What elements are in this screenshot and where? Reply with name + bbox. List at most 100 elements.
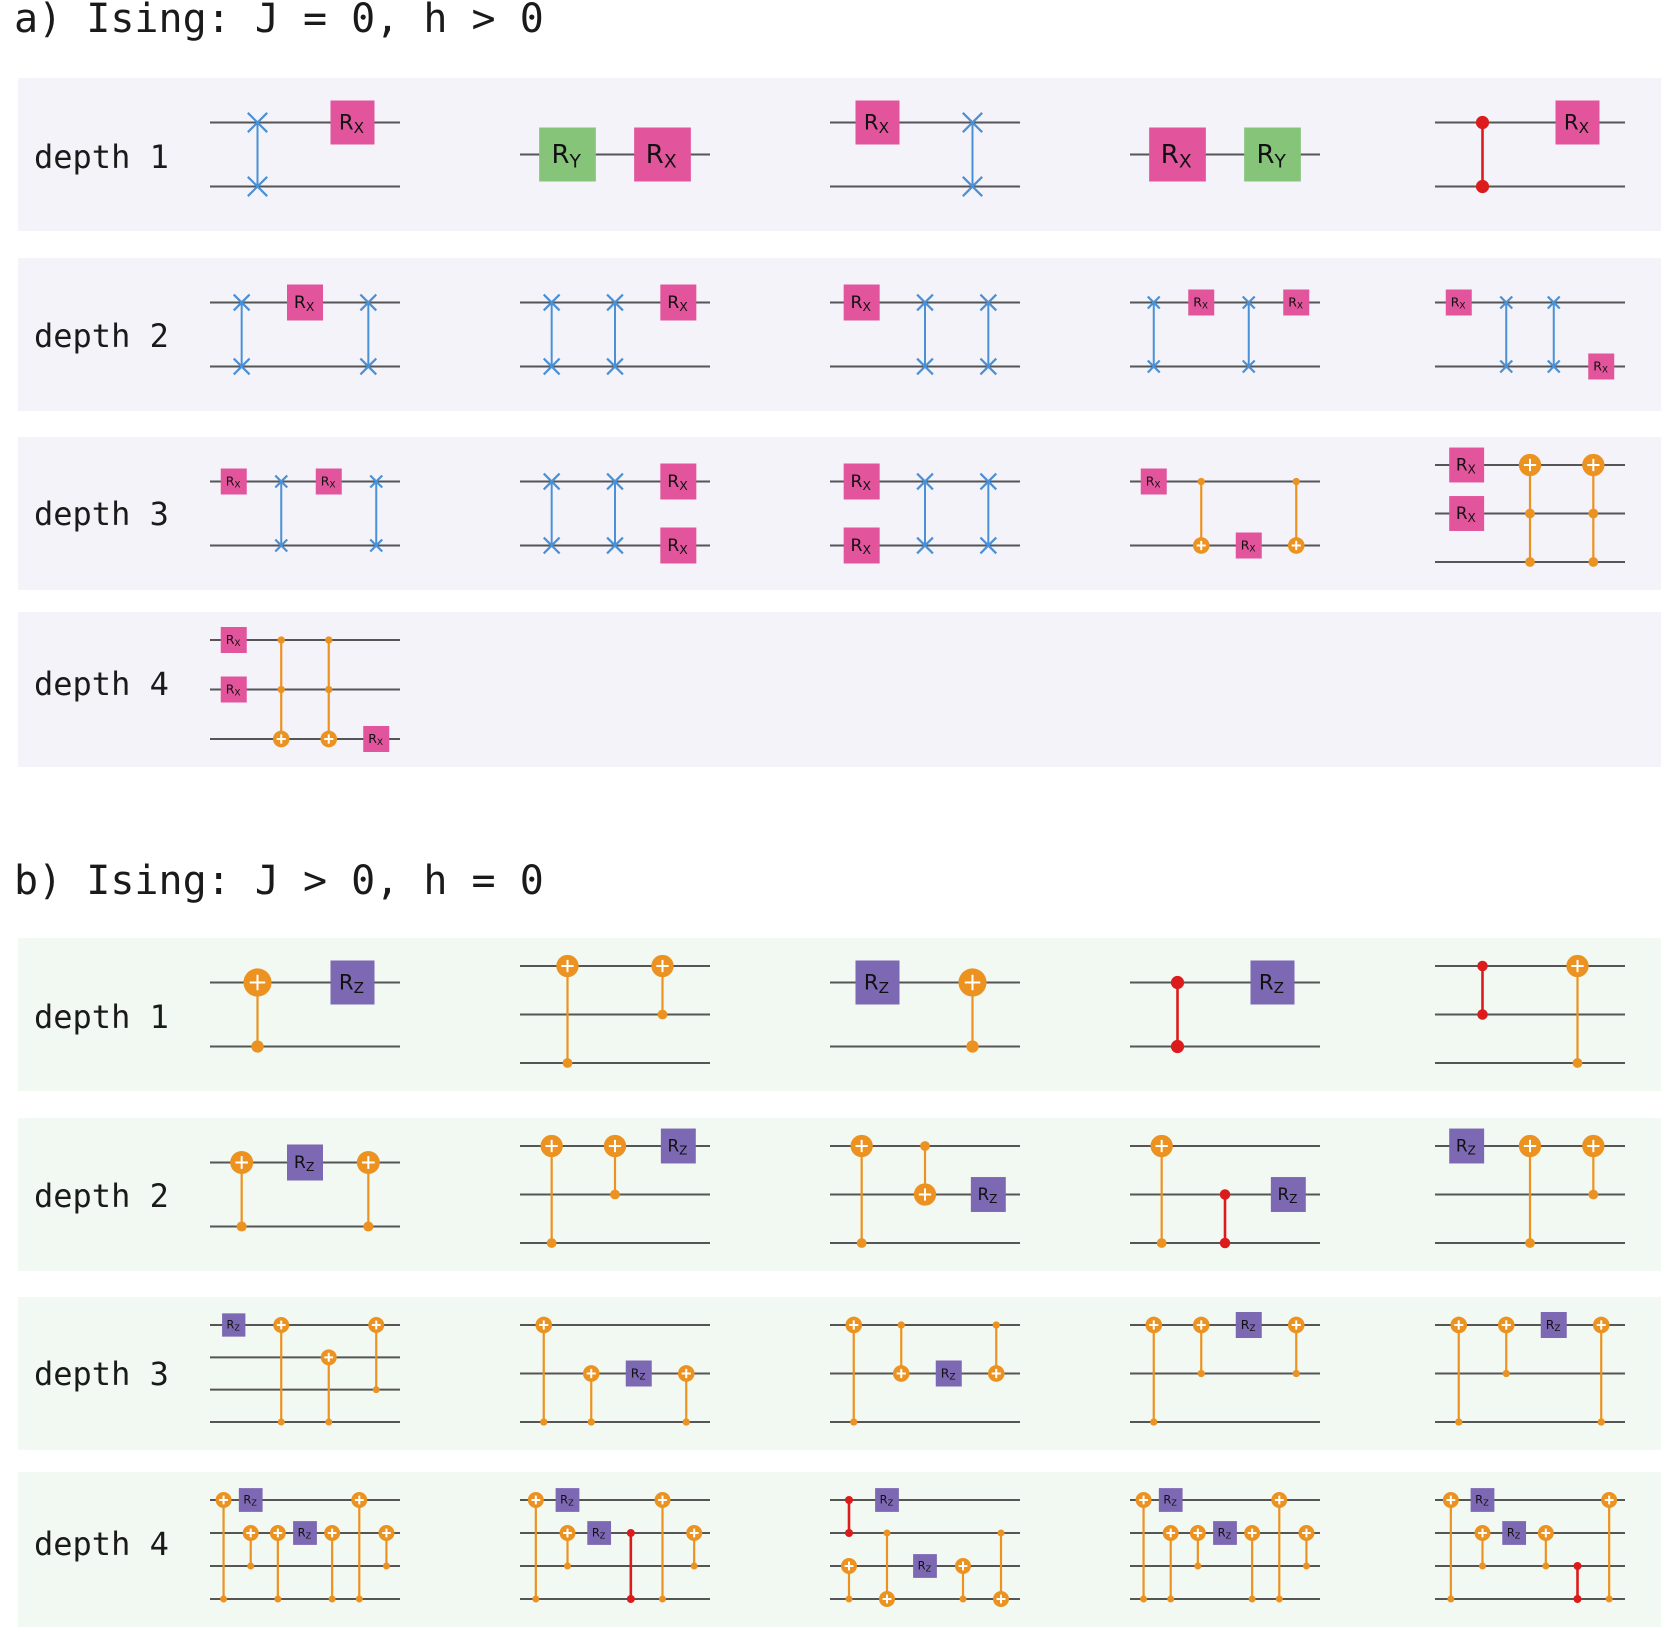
- cnot-gate: [324, 1525, 341, 1603]
- cnot-control-dot: [1542, 1562, 1550, 1570]
- circuit: [1435, 954, 1625, 1068]
- swap-gate: [606, 472, 624, 555]
- cnot-control-dot: [587, 1418, 595, 1426]
- cnot-target-plus: [276, 734, 286, 744]
- rx-gate: RX: [1449, 447, 1485, 483]
- cnot-gate: [556, 954, 579, 1068]
- rx-gate-box: [315, 468, 342, 495]
- cnot-control-dot: [1605, 1595, 1613, 1603]
- panels: [18, 78, 1661, 1627]
- cnot-target-plus: [882, 1594, 892, 1604]
- rx-gate: RX: [1149, 127, 1206, 182]
- row-label-a-2: depth 2: [34, 317, 169, 355]
- cnot-gate: [1271, 1492, 1288, 1603]
- rx-gate-box: [363, 726, 390, 752]
- cnot-control-dot: [1275, 1595, 1283, 1603]
- cnot-target-plus: [382, 1528, 391, 1538]
- rx-gate: RX: [1235, 532, 1262, 559]
- rz-gate: RZ: [1158, 1488, 1183, 1512]
- rx-gate: RX: [1449, 496, 1485, 531]
- cnot-control-dot: [1292, 1369, 1300, 1378]
- cnot-control-dot: [610, 1189, 620, 1200]
- cnot-control-dot: [277, 685, 285, 694]
- swap-cross: [1146, 359, 1161, 374]
- circuit: RX RX: [830, 463, 1020, 564]
- circuit: RZ: [830, 1134, 1020, 1248]
- rz-gate-box: [1502, 1521, 1527, 1545]
- rz-gate: RZ: [222, 1313, 246, 1337]
- rz-gate-box: [287, 1144, 323, 1181]
- cnot-control-dot: [363, 1221, 374, 1232]
- cnot-control-dot: [532, 1595, 540, 1603]
- cnot-target-plus: [1596, 1320, 1606, 1330]
- swap-cross: [1146, 295, 1161, 310]
- cnot-target-plus: [1501, 1320, 1511, 1330]
- rz-gate: RZ: [238, 1488, 263, 1512]
- circuit: RX RX: [1130, 289, 1320, 374]
- cnot-gate: [1518, 453, 1542, 567]
- cnot-gate: [320, 636, 338, 748]
- rx-gate-label: RX: [851, 293, 872, 314]
- swap-cross: [979, 536, 998, 555]
- rx-gate-label: RX: [851, 536, 872, 557]
- rz-gate-box: [855, 960, 900, 1005]
- rz-gate-box: [1540, 1312, 1567, 1338]
- cnot-control-dot: [372, 1386, 380, 1394]
- row-label-b-2: depth 2: [34, 1177, 169, 1215]
- row-label-a-1: depth 1: [34, 138, 169, 176]
- swap-gate: [979, 293, 998, 376]
- rz-gate-box: [1235, 1312, 1262, 1338]
- panel-a-depth-2: [18, 258, 1661, 411]
- circuit: RX: [520, 284, 710, 376]
- cnot-gate: [955, 1558, 971, 1603]
- cnot-control-dot: [1572, 1058, 1583, 1068]
- rx-gate-box: [220, 676, 247, 703]
- circuit: RZ: [1435, 1312, 1625, 1426]
- swap-cross: [606, 357, 624, 376]
- cz-gate: [1573, 1562, 1582, 1603]
- cnot-target-plus: [1571, 959, 1584, 973]
- rx-gate-box: [1588, 353, 1615, 380]
- rz-gate: RZ: [1449, 1128, 1485, 1164]
- cnot-target-plus: [1587, 458, 1600, 472]
- rx-gate: RX: [220, 627, 247, 653]
- cnot-gate: [582, 1365, 600, 1426]
- swap-cross: [247, 176, 268, 197]
- rx-gate: RX: [843, 463, 880, 500]
- section-a-title: a) Ising: J = 0, h > 0: [14, 0, 544, 42]
- cnot-control-dot: [897, 1321, 905, 1329]
- cnot-control-dot: [540, 1418, 548, 1426]
- cnot-gate: [269, 1525, 286, 1603]
- swap-cross: [606, 536, 624, 555]
- rz-gate: RZ: [970, 1177, 1006, 1212]
- swap-gate: [542, 472, 561, 555]
- circuit: RZ: [520, 1128, 710, 1248]
- rz-gate: RZ: [1502, 1521, 1527, 1545]
- cnot-target-plus: [1541, 1528, 1551, 1538]
- cz-dot: [1219, 1189, 1231, 1200]
- cnot-control-dot: [1525, 508, 1535, 519]
- rz-gate-box: [625, 1360, 652, 1387]
- cnot-gate: [1192, 477, 1210, 554]
- cnot-gate: [559, 1525, 576, 1570]
- cnot-gate: [1450, 1316, 1468, 1426]
- rz-gate: RZ: [587, 1521, 612, 1545]
- cnot-control-dot: [1197, 1369, 1205, 1378]
- rz-gate: RZ: [1213, 1521, 1237, 1545]
- cnot-control-dot: [920, 1141, 930, 1151]
- circuit: RZ: [520, 1316, 710, 1426]
- swap-cross: [1546, 295, 1561, 310]
- cnot-gate: [603, 1134, 627, 1200]
- rx-gate: RX: [1283, 289, 1310, 316]
- cnot-gate: [368, 1317, 385, 1394]
- cnot-target-plus: [561, 959, 574, 973]
- cnot-control-dot: [992, 1321, 1000, 1329]
- rz-gate-box: [1213, 1521, 1237, 1545]
- cnot-target-plus: [324, 734, 334, 744]
- rz-gate-box: [913, 1554, 937, 1578]
- cnot-gate: [958, 968, 987, 1053]
- rx-gate: RX: [1188, 289, 1215, 316]
- cnot-control-dot: [966, 1040, 979, 1053]
